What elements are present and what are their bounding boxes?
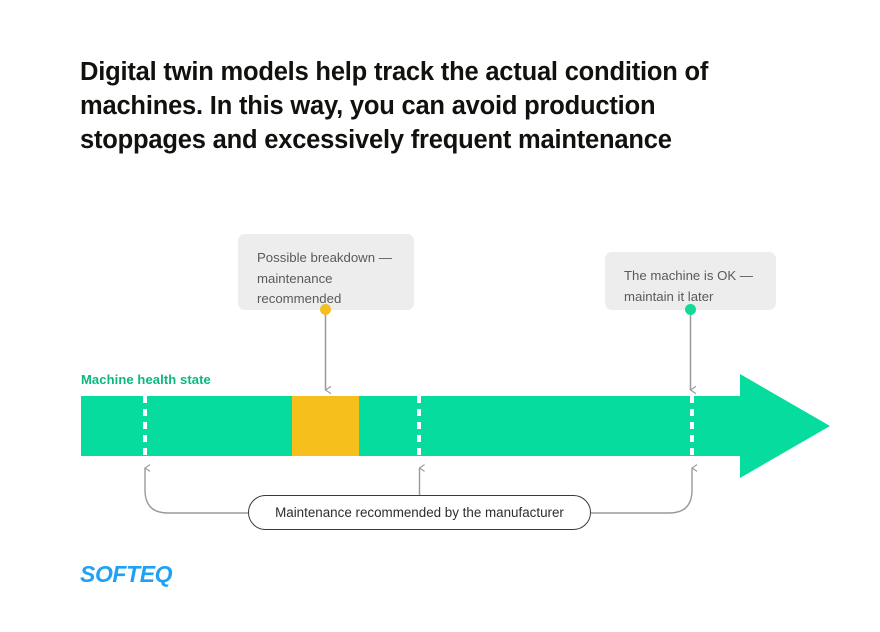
timeline-divider [143,396,147,456]
machine-health-timeline [81,374,830,478]
timeline-divider [690,396,694,456]
callout-possible-breakdown: Possible breakdown — maintenance recomme… [238,234,414,310]
callout-breakdown-text: Possible breakdown — maintenance recomme… [257,250,392,306]
page-title: Digital twin models help track the actua… [80,58,709,154]
callout-ok-text: The machine is OK — maintain it later [624,268,753,304]
ok-dot [685,304,696,315]
timeline-divider [417,396,421,456]
softeq-logo: SOFTEQ [80,561,173,587]
callout-machine-ok: The machine is OK — maintain it later [605,252,776,310]
timeline-segment [292,396,359,456]
bracket-right [591,468,692,514]
warning-dot [320,304,331,315]
bracket-left [145,468,248,514]
machine-health-state-label: Machine health state [81,372,211,387]
timeline-segment [359,396,740,456]
maintenance-recommendation-pill: Maintenance recommended by the manufactu… [248,495,591,530]
pill-text: Maintenance recommended by the manufactu… [275,505,564,520]
timeline-arrowhead-icon [740,374,830,478]
timeline-segment [81,396,292,456]
